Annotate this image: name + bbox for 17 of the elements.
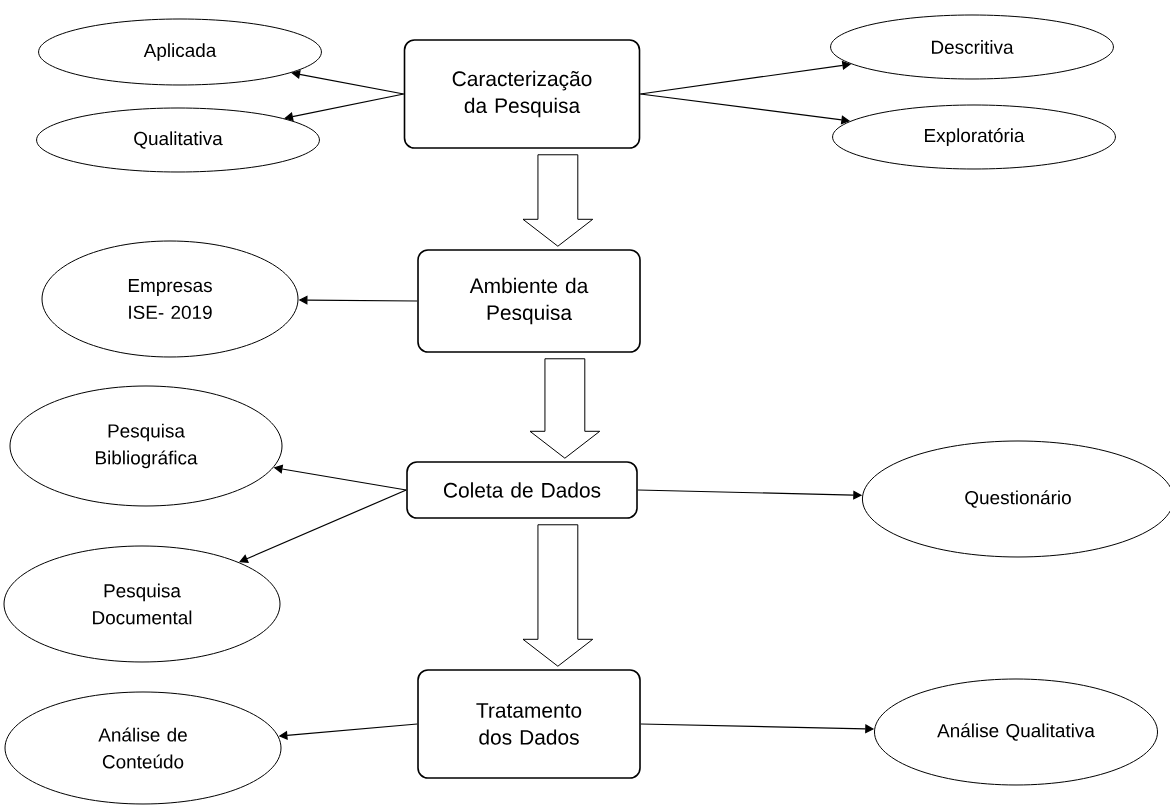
block-arrow [522,154,594,247]
process-box: Caracterização da Pesquisa [403,39,641,149]
ellipse-node: Aplicada [38,18,322,86]
ellipse-node: Empresas ISE- 2019 [41,240,299,358]
block-arrow [529,358,601,459]
ellipse-node: Análise Qualitativa [874,678,1158,786]
ellipse-node: Pesquisa Documental [3,545,281,663]
ellipse-node: Qualitativa [36,107,320,173]
ellipse-node: Descritiva [830,14,1114,80]
process-box: Coleta de Dados [406,461,638,519]
process-box: Ambiente da Pesquisa [417,249,641,353]
ellipse-node: Pesquisa Bibliográfica [9,385,283,507]
block-arrow [522,524,594,667]
arrow [284,93,405,122]
ellipse-node: Análise de Conteúdo [4,691,282,805]
process-box: Tratamento dos Dados [417,669,641,779]
ellipse-node: Exploratória [832,104,1116,170]
